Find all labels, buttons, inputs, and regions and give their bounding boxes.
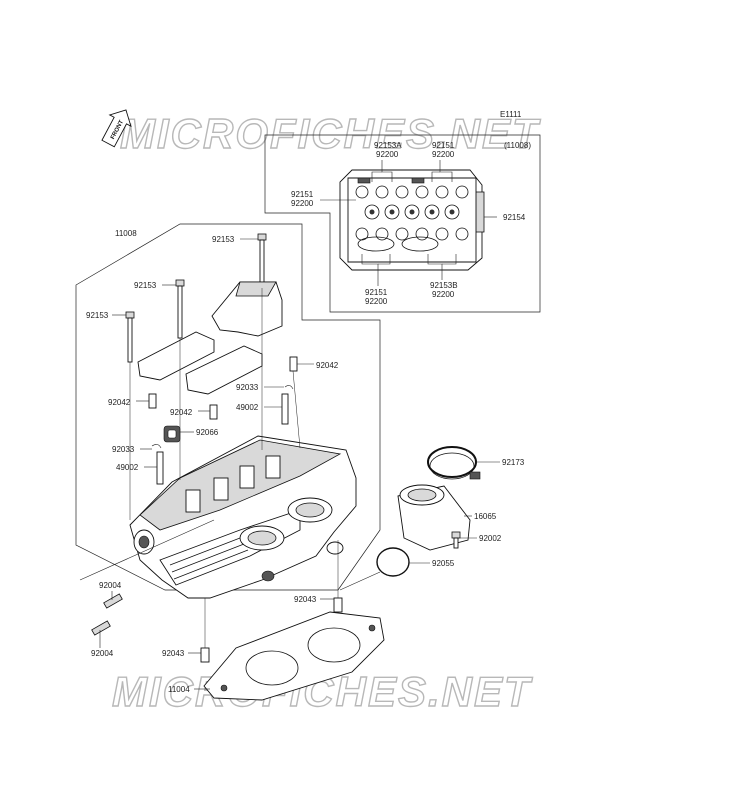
cylinder-head: [129, 435, 357, 599]
callout-inset-92200-e: 92200: [432, 290, 455, 299]
inset-ref: (11008): [504, 141, 531, 150]
callout-92004-b: 92004: [91, 649, 114, 658]
callout-inset-92151-b: 92151: [291, 190, 314, 199]
oil-seal-92066: [163, 425, 181, 443]
callout-inset-92153B: 92153B: [430, 281, 458, 290]
callout-92033-right: 92033: [236, 383, 259, 392]
callout-inset-92200-d: 92200: [365, 297, 388, 306]
bolt-92153-mid: [175, 279, 185, 339]
cam-holder-upper: [211, 281, 283, 337]
diagram-ref: E1111: [500, 110, 522, 119]
pin-49002-right: [281, 393, 289, 425]
stud-92004-a: [103, 593, 123, 609]
holder-16065: [397, 484, 471, 551]
callout-92043-left: 92043: [162, 649, 185, 658]
callout-92002: 92002: [479, 534, 502, 543]
callout-inset-92151-c: 92151: [365, 288, 388, 297]
callout-92055: 92055: [432, 559, 455, 568]
dowel-92042-right: [289, 356, 298, 372]
o-ring-92055: [376, 547, 410, 577]
circlip-92033-left: [151, 444, 162, 449]
clamp-92173: [427, 446, 481, 480]
inset-leader-lines: [320, 160, 497, 286]
watermark-top: MICROFICHES.NET: [120, 110, 541, 157]
callout-92042-right: 92042: [316, 361, 339, 370]
callout-inset-92200-c: 92200: [291, 199, 314, 208]
main-leader-lines: [79, 238, 500, 690]
callout-92004-a: 92004: [99, 581, 122, 590]
callout-92153-mid: 92153: [134, 281, 157, 290]
callout-92042-left: 92042: [108, 398, 131, 407]
callout-92153-left: 92153: [86, 311, 109, 320]
callout-92153-top: 92153: [212, 235, 235, 244]
callout-92066: 92066: [196, 428, 219, 437]
callout-49002-left: 49002: [116, 463, 139, 472]
callout-inset-92200-b: 92200: [432, 150, 455, 159]
callout-92042-mid: 92042: [170, 408, 193, 417]
dowel-92042-left: [148, 393, 157, 409]
dowel-92042-mid: [209, 404, 218, 420]
callout-inset-92200-a: 92200: [376, 150, 399, 159]
circlip-92033-right: [284, 385, 294, 390]
dowel-92043-left: [200, 647, 210, 663]
screw-92002: [451, 531, 461, 549]
cam-cap-left: [137, 331, 215, 381]
inset-frame: [264, 134, 541, 313]
bolt-92153-top: [257, 233, 267, 289]
stud-92004-b: [91, 620, 111, 636]
callout-49002-right: 49002: [236, 403, 259, 412]
pin-49002-left: [156, 451, 164, 485]
callout-92043-right: 92043: [294, 595, 317, 604]
head-gasket-11004: [203, 611, 385, 701]
inset-head-topview: [339, 169, 485, 271]
main-assembly-frame: [75, 223, 381, 591]
callout-inset-92151-a: 92151: [432, 141, 455, 150]
bolt-92153-left: [125, 311, 135, 363]
callout-16065: 16065: [474, 512, 497, 521]
callout-92173: 92173: [502, 458, 525, 467]
callout-92033-left: 92033: [112, 445, 135, 454]
callout-inset-92153A: 92153A: [374, 141, 402, 150]
dowel-92043-right: [333, 597, 343, 613]
callout-inset-92154: 92154: [503, 213, 526, 222]
assembly-guide-lines: [129, 288, 339, 648]
callout-11008: 11008: [115, 229, 137, 238]
callout-11004: 11004: [168, 685, 190, 694]
